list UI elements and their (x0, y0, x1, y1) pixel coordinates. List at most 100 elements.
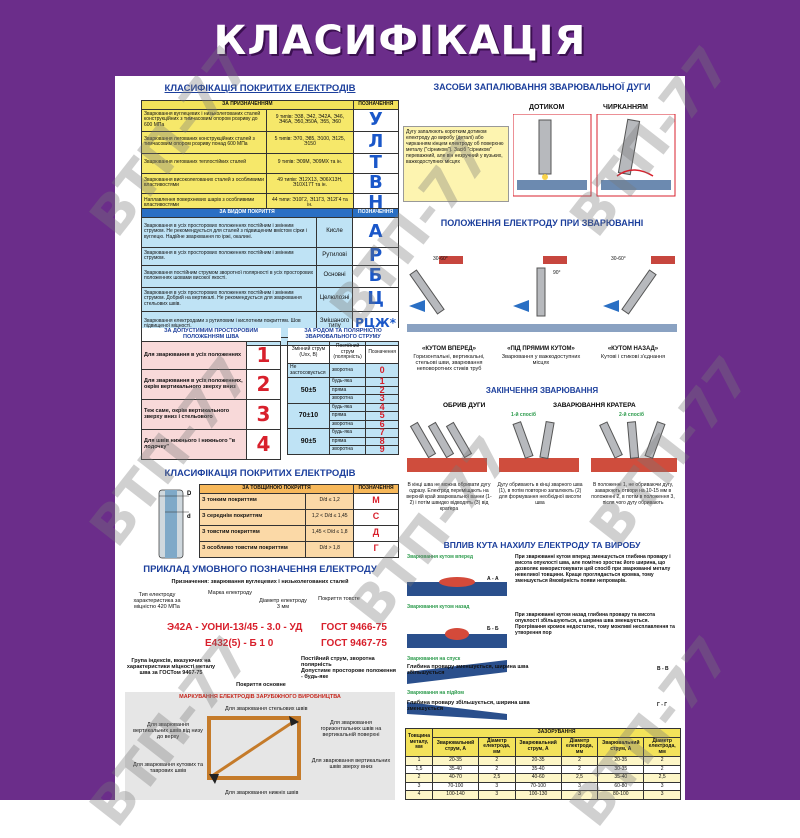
table-cell: 40-60 (514, 773, 562, 783)
finish-method-2: 2-й спосіб (619, 412, 644, 418)
tilt-section-bb: Б - Б (487, 626, 499, 632)
modes-subcol: Діаметр електрода, мм (477, 736, 516, 757)
thickness-letter: С (353, 508, 399, 526)
ignition-heading: ЗАСОБИ ЗАПАЛЮВАННЯ ЗВАРЮВАЛЬНОЇ ДУГИ (433, 82, 651, 92)
position-text-back: Кутові і стикові з'єднання (600, 354, 666, 360)
position-text: Для зварювання в усіх положеннях (141, 341, 247, 370)
table-cell: 35-40 (432, 764, 479, 774)
table-row: Зварювання в усіх просторових положеннях… (141, 286, 399, 312)
position-title-right: «ПІД ПРЯМИМ КУТОМ» (507, 346, 575, 352)
method-label-horizontal: Для зварювання горизонтальних швів на ве… (320, 720, 382, 738)
method-diagram (207, 716, 301, 784)
example-label-position: Допустиме просторове положення - будь-як… (301, 668, 396, 680)
method-heading: МАРКУВАННЯ ЕЛЕКТРОДІВ ЗАРУБІЖНОГО ВИРОБН… (179, 694, 341, 700)
current-dc: будь-яка (328, 402, 367, 412)
position-digit: 2 (246, 369, 281, 400)
coating-kind: Кисле (315, 216, 354, 248)
designation-letter: У (352, 108, 399, 132)
designation-header: ПОЗНАЧЕННЯ (352, 208, 399, 218)
method-label-vert-down: Для зварювання вертикальних швів зверху … (311, 758, 391, 770)
position-text: Теж саме, окрім вертикального зверху вни… (141, 399, 247, 430)
modes-thickness-header: Товщина металу, мм (405, 728, 433, 757)
table-cell: 3 (405, 781, 433, 791)
coating-kind: Целюлозні (315, 286, 354, 312)
current-code: 0 (365, 363, 399, 378)
purpose-table: ЗА ПРИЗНАЧЕННЯМ ПОЗНАЧЕННЯ Зварювання ву… (140, 100, 399, 214)
example-gost-2: ГОСТ 9467-75 (321, 638, 387, 649)
thickness-ratio: 1,2 < D/d ≤ 1,45 (305, 508, 354, 526)
designation-header: ПОЗНАЧЕННЯ (353, 484, 399, 494)
method-label-vert-up: Для зварювання вертикальних швів від низ… (133, 722, 203, 740)
table-cell: 70-100 (432, 781, 479, 791)
table-cell: 100-140 (432, 790, 479, 800)
table-row: З товстим покриттям 1,45 < D/d ≤ 1,8 Д (198, 524, 399, 542)
table-row: Зварювання легованих теплостійких сталей… (140, 152, 399, 174)
finish-text-2: Дугу обривають в кінці зварного шва (1),… (497, 482, 583, 506)
table-cell: 1 (405, 756, 433, 766)
position-digit: 3 (246, 399, 281, 430)
coating-text: Зварювання постійним струмом зворотної п… (141, 264, 317, 288)
coating-kind: Рутилові (315, 246, 354, 266)
table-cell: 30-35 (597, 764, 645, 774)
table-row: Для зварювання в усіх положеннях, окрім … (141, 369, 281, 400)
modes-table: Товщина металу, мм ЗАЗОРУВАННЯ Зварюваль… (405, 728, 681, 800)
designation-letter: Л (352, 130, 399, 154)
table-row: Для зварювання в усіх положеннях 1 (141, 341, 281, 370)
purpose-types: 9 типів: Э38, Э42, Э42А, Э46, Э46А, Э50,… (266, 108, 354, 132)
current-dc: зворотна (328, 394, 367, 404)
modes-subcol: Діаметр електрода, мм (643, 736, 681, 757)
current-col-code: Позначення (365, 341, 399, 364)
coating-text: Зварювання в усіх просторових положеннях… (141, 216, 317, 248)
poster-sheet: КЛАСИФІКАЦІЯ ПОКРИТИХ ЕЛЕКТРОДІВ ЗА ПРИЗ… (115, 76, 685, 800)
table-cell: 3 (643, 790, 681, 800)
example-heading: ПРИКЛАД УМОВНОГО ПОЗНАЧЕННЯ ЕЛЕКТРОДУ (143, 564, 377, 575)
finish-crater: ЗАВАРЮВАННЯ КРАТЕРА (553, 402, 636, 409)
example-section: ПРИКЛАД УМОВНОГО ПОЗНАЧЕННЯ ЕЛЕКТРОДУ Пр… (121, 564, 399, 690)
current-ac: 70±10 (287, 402, 330, 429)
finish-text-1: В кінці шва не можна обривати дугу одраз… (406, 482, 492, 512)
table-cell: 2 (560, 764, 599, 774)
example-code-2: Е432(5) - Б 1 0 (205, 638, 274, 649)
table-cell: 70-100 (514, 781, 562, 791)
designation-letter: Т (352, 152, 399, 174)
tilt-sub-up: Зварювання на підйом (407, 690, 464, 696)
table-cell: 3 (477, 790, 516, 800)
designation-header: ПОЗНАЧЕННЯ (352, 100, 399, 110)
table-row: Зварювання вуглецевих і низьколегованих … (140, 108, 399, 132)
current-dc: будь-яка (328, 377, 367, 387)
current-dc: зворотна (328, 363, 367, 378)
designation-letter: Б (352, 264, 399, 288)
table-cell: 35-40 (597, 773, 645, 783)
position-header: ЗА ДОПУСТИМИМ ПРОСТОРОВИМ ПОЛОЖЕННЯМ ШВА (141, 328, 281, 342)
example-gost-1: ГОСТ 9466-75 (321, 622, 387, 633)
angle-b: 90° (553, 270, 561, 276)
table-cell: 2 (477, 764, 516, 774)
table-cell: 1,5 (405, 764, 433, 774)
purpose-text: Зварювання вуглецевих і низьколегованих … (140, 108, 268, 132)
modes-subcol: Зварювальний струм, А (432, 736, 479, 757)
thickness-ratio: D/d > 1,8 (305, 540, 354, 558)
current-dc: будь-яка (328, 428, 367, 438)
table-row: З особливо товстим покриттям D/d > 1,8 Г (198, 540, 399, 558)
method-label-flat: Для зварювання нижніх швів (225, 790, 299, 796)
tilt-sub-down: Зварювання на спуск (407, 656, 461, 662)
thickness-letter: Д (353, 524, 399, 542)
table-cell: 2,5 (643, 773, 681, 783)
page-title: КЛАСИФІКАЦІЯ ЕЛЕКТРОДІВ (213, 18, 587, 126)
tilt-sub-back: Зварювання кутом назад (407, 604, 470, 610)
table-cell: 2 (643, 756, 681, 766)
position-text: Для швів нижнього і нижнього "в лодочку" (141, 429, 247, 460)
designation-letter: А (352, 216, 399, 248)
tilt-text-back: При зварюванні кутом назад глибина прова… (515, 612, 675, 636)
positions-heading: ПОЛОЖЕННЯ ЕЛЕКТРОДУ ПРИ ЗВАРЮВАННІ (440, 218, 644, 228)
thickness-heading: КЛАСИФІКАЦІЯ ПОКРИТИХ ЕЛЕКТРОДІВ (164, 468, 356, 479)
table-row: Змінний струм (Uxx, В) Постійний струм (… (287, 341, 399, 364)
positions-section: ПОЛОЖЕННЯ ЕЛЕКТРОДУ ПРИ ЗВАРЮВАННІ 30-60… (403, 214, 681, 404)
electrode-section-icon: D d (158, 489, 191, 559)
thickness-text: З середнім покриттям (198, 508, 307, 526)
table-cell: 4 (405, 790, 433, 800)
tilt-text-forward: При зварюванні кутом вперед зменшується … (515, 554, 671, 584)
